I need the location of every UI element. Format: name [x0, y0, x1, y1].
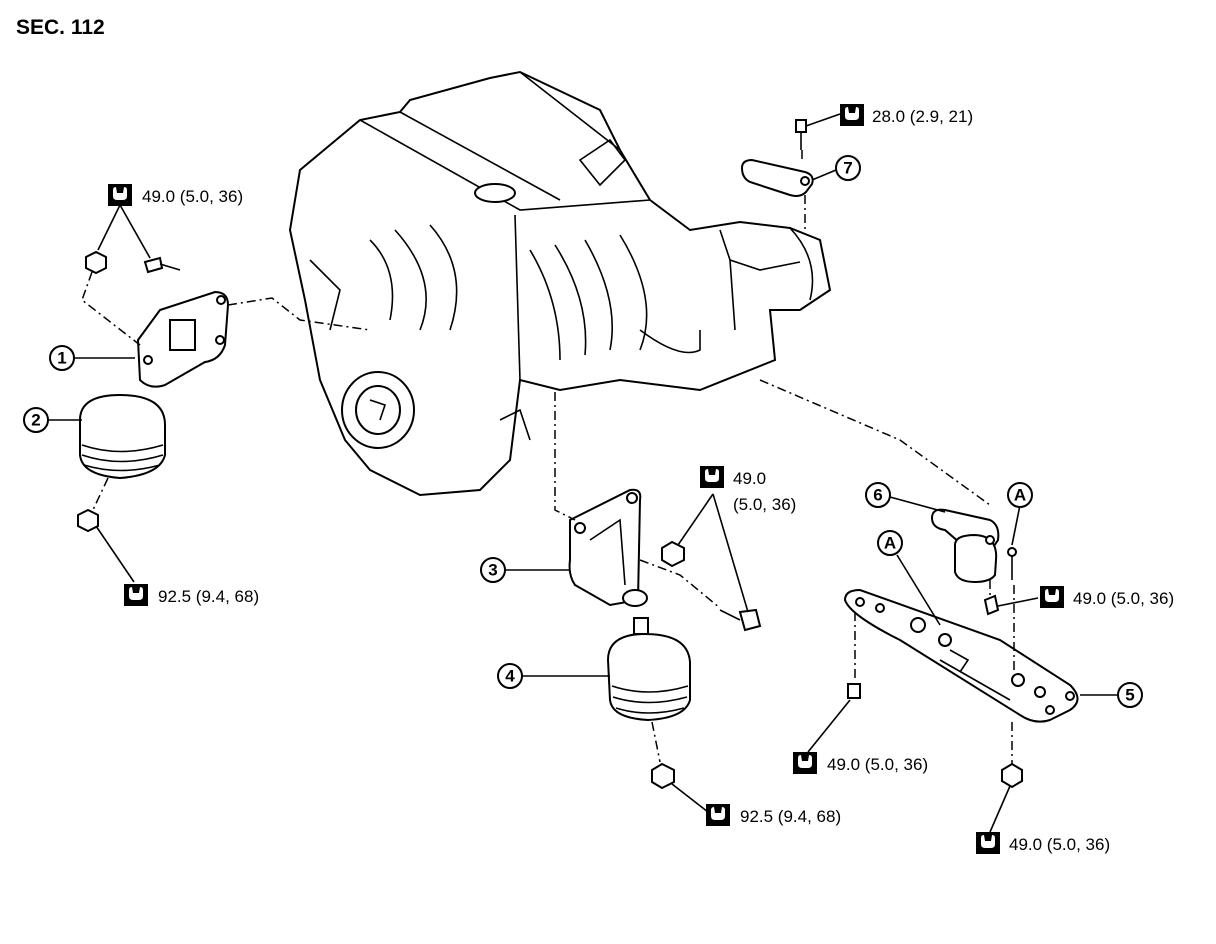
engine-transmission-assembly [288, 70, 832, 497]
callout-a-lower-label: A [884, 534, 896, 553]
torque-left-lower: 92.5 (9.4, 68) [124, 584, 259, 606]
torque-mid-upper-text-b: (5.0, 36) [733, 495, 796, 514]
torque-left-upper: 49.0 (5.0, 36) [108, 184, 243, 206]
torque-mid-lower: 92.5 (9.4, 68) [706, 804, 841, 826]
section-label: SEC. 112 [16, 16, 105, 39]
torque-wrench-icon [108, 184, 132, 206]
callout-7-label: 7 [843, 159, 852, 178]
callout-a-upper: A [1007, 482, 1033, 508]
torque-right-upper-text: 49.0 (5.0, 36) [1073, 589, 1174, 608]
torque-wrench-icon [700, 466, 724, 488]
part-1-bracket [81, 204, 371, 388]
torque-mid-upper: 49.0 (5.0, 36) [700, 466, 796, 514]
torque-top: 28.0 (2.9, 21) [840, 104, 973, 126]
part-6-bracket [759, 379, 1017, 616]
torque-wrench-icon [840, 104, 864, 126]
callout-2: 2 [23, 407, 82, 433]
torque-left-lower-text: 92.5 (9.4, 68) [158, 587, 259, 606]
torque-right-lower-text: 49.0 (5.0, 36) [1009, 835, 1110, 854]
part-4-insulator [606, 617, 709, 813]
callout-4: 4 [497, 663, 610, 689]
torque-right-lower: 49.0 (5.0, 36) [976, 832, 1110, 854]
part-2-insulator [77, 393, 166, 583]
torque-wrench-icon [706, 804, 730, 826]
callout-3-label: 3 [488, 561, 497, 580]
torque-mid-upper-text-a: 49.0 [733, 469, 766, 488]
torque-right-upper: 49.0 (5.0, 36) [1040, 586, 1174, 608]
torque-wrench-icon [124, 584, 148, 606]
torque-top-text: 28.0 (2.9, 21) [872, 107, 973, 126]
callout-7: 7 [811, 155, 861, 181]
torque-mid-lower-text: 92.5 (9.4, 68) [740, 807, 841, 826]
callout-a-lower: A [877, 530, 903, 556]
callout-1-label: 1 [57, 349, 66, 368]
torque-wrench-icon [976, 832, 1000, 854]
part-7-bracket [740, 113, 841, 232]
callout-1: 1 [49, 345, 135, 371]
callout-3: 3 [480, 557, 570, 583]
callout-6: 6 [865, 482, 946, 513]
callout-a-upper-label: A [1014, 486, 1026, 505]
torque-right-mid: 49.0 (5.0, 36) [793, 752, 928, 774]
part-3-bracket [554, 392, 762, 632]
callout-2-label: 2 [31, 411, 40, 430]
callout-4-label: 4 [505, 667, 515, 686]
torque-wrench-icon [1040, 586, 1064, 608]
torque-right-mid-text: 49.0 (5.0, 36) [827, 755, 928, 774]
part-5-crossmember [807, 504, 1079, 833]
torque-left-upper-text: 49.0 (5.0, 36) [142, 187, 243, 206]
torque-wrench-icon [793, 752, 817, 774]
callout-5: 5 [1080, 682, 1143, 708]
callout-6-label: 6 [873, 486, 882, 505]
callout-5-label: 5 [1125, 686, 1134, 705]
